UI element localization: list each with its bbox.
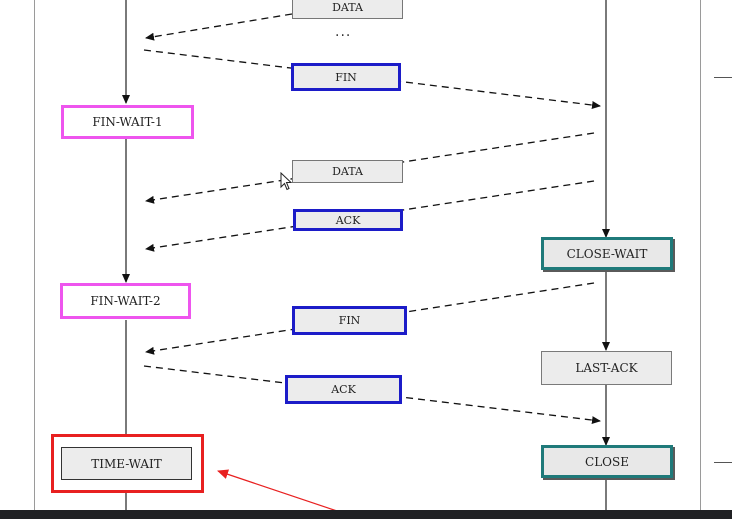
segment-data-top: DATA	[292, 0, 403, 19]
arrow-ack-1	[145, 180, 595, 252]
red-annotation-arrow	[217, 469, 341, 513]
segment-ack-1: ACK	[293, 209, 403, 231]
segment-fin-1: FIN	[291, 63, 401, 91]
bottom-bar	[0, 510, 732, 519]
arrow-data-mid	[145, 132, 595, 204]
mouse-cursor-icon	[280, 172, 293, 191]
state-close-wait: CLOSE-WAIT	[541, 237, 673, 270]
ellipsis-label: ...	[335, 24, 352, 40]
segment-ack-2: ACK	[285, 375, 402, 404]
segment-data-mid: DATA	[292, 160, 403, 183]
right-tick-bottom	[714, 462, 732, 463]
state-fin-wait-2: FIN-WAIT-2	[60, 283, 191, 319]
left-frame-line	[34, 0, 35, 510]
time-wait-highlight	[51, 434, 204, 493]
right-tick-top	[714, 77, 732, 78]
state-fin-wait-1: FIN-WAIT-1	[61, 105, 194, 139]
arrow-fin-2	[145, 282, 595, 355]
right-frame-line	[700, 0, 701, 510]
state-close: CLOSE	[541, 445, 673, 478]
state-last-ack: LAST-ACK	[541, 351, 672, 385]
state-time-wait: TIME-WAIT	[61, 447, 192, 480]
segment-fin-2: FIN	[292, 306, 407, 335]
arrow-data-top	[145, 13, 293, 41]
